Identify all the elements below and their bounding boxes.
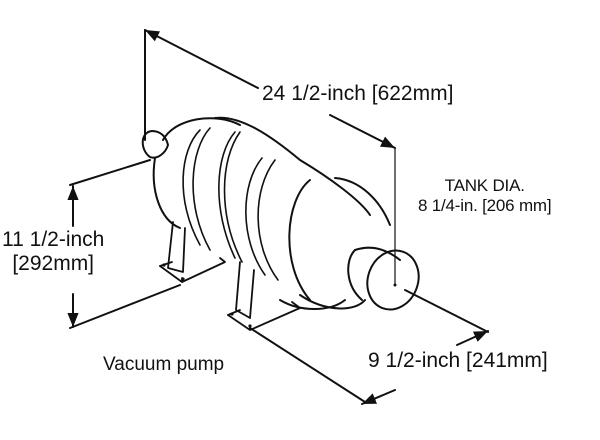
height-dimension-lines: [67, 159, 181, 329]
height-dimension-label: 11 1/2-inch [292mm]: [2, 228, 104, 276]
height-dimension-inches: 11 1/2-inch: [2, 228, 105, 251]
width-dimension-lines: [249, 289, 489, 405]
tank-diameter-title: TANK DIA.: [444, 176, 525, 195]
height-dimension-mm: [292mm]: [12, 252, 95, 276]
tank-diameter-value: 8 1/4-in. [206 mm]: [418, 195, 552, 215]
rear-mounting-foot: [159, 221, 226, 283]
diagram-caption: Vacuum pump: [103, 354, 225, 375]
length-dimension-label: 24 1/2-inch [622mm]: [262, 82, 454, 105]
width-dimension-label: 9 1/2-inch [241mm]: [368, 349, 548, 372]
tank-diameter-label: TANK DIA. 8 1/4-in. [206 mm]: [418, 176, 552, 215]
pump-body: [141, 116, 420, 311]
front-mounting-foot: [227, 261, 301, 331]
length-dimension-lines: [144, 29, 396, 286]
